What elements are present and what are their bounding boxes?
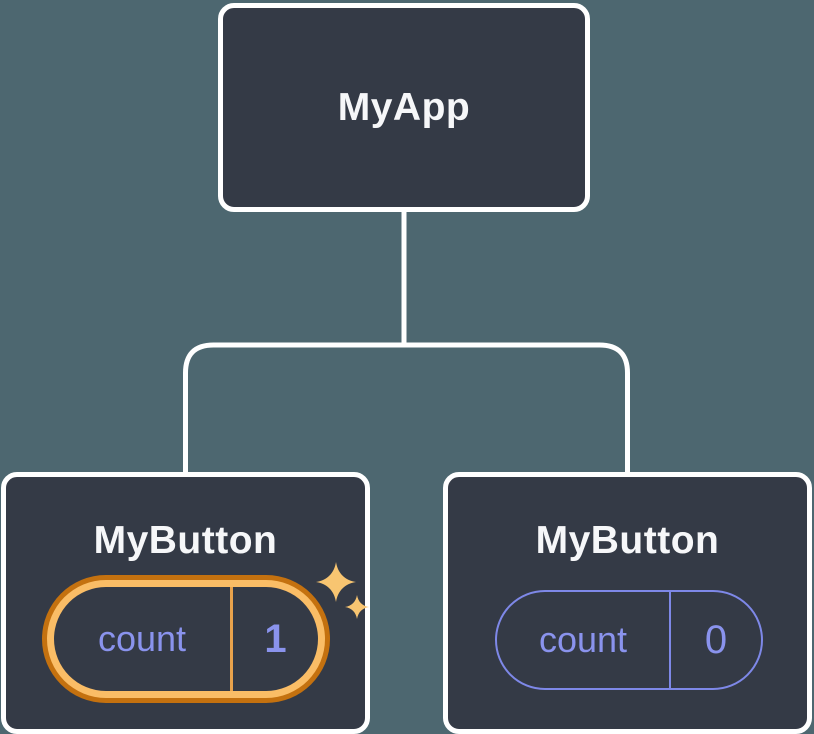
sparkle-icon [316, 562, 369, 619]
state-name-label: count [538, 619, 628, 660]
node-mybutton-left: MyButton count 1 [1, 472, 370, 734]
state-pill: count 0 [495, 590, 763, 690]
state-pill-body: count 1 [54, 587, 318, 691]
state-value-label: 1 [264, 616, 287, 661]
state-pill-highlight-ring: count 1 [47, 580, 325, 698]
state-pill-highlighted: count 1 [42, 575, 330, 703]
node-mybutton-left-label: MyButton [93, 519, 278, 562]
node-myapp: MyApp [218, 3, 590, 212]
state-name-label: count [97, 618, 187, 659]
state-pill-divider [230, 587, 233, 691]
node-myapp-label: MyApp [337, 85, 471, 129]
state-pill-divider [669, 592, 671, 688]
state-value-label: 0 [704, 617, 728, 662]
node-mybutton-right: MyButton count 0 [443, 472, 812, 734]
node-mybutton-right-label: MyButton [535, 519, 720, 562]
